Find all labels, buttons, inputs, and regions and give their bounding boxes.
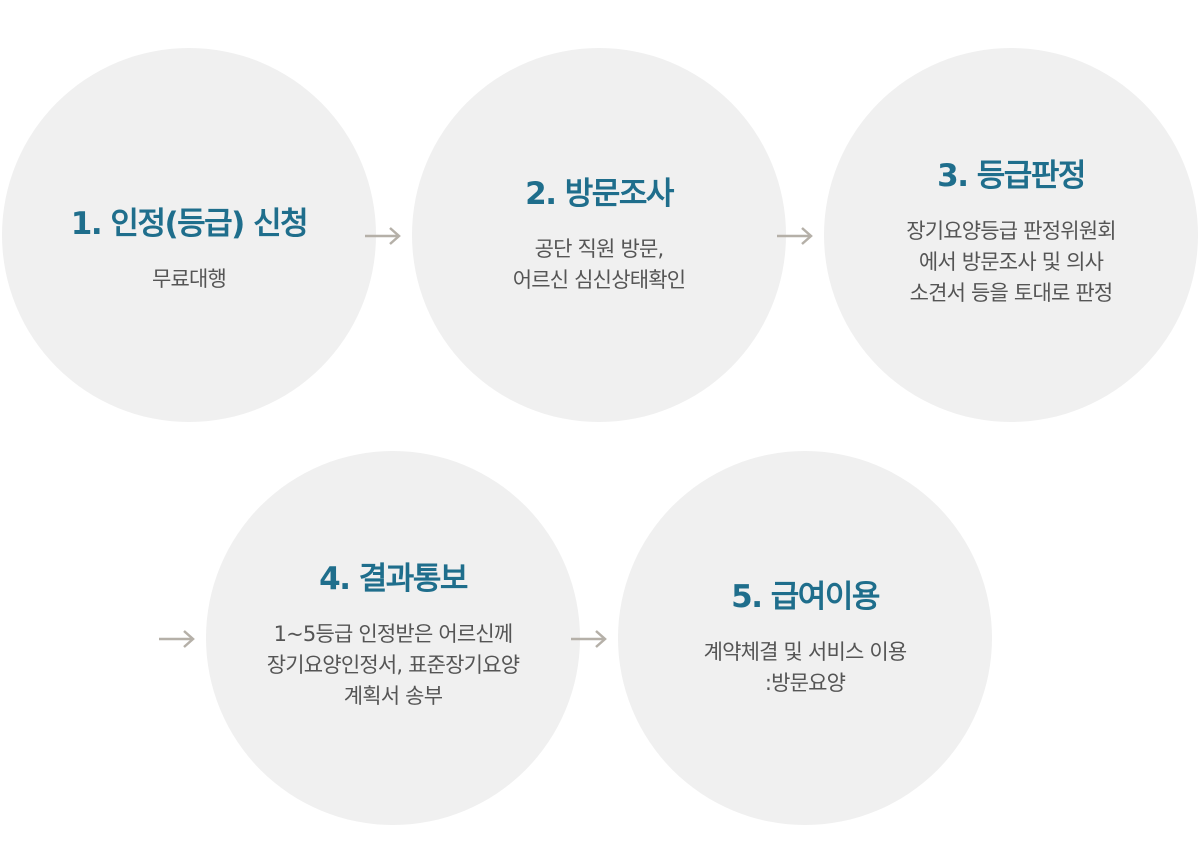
step-4-title: 4. 결과통보	[319, 561, 468, 597]
step-4-desc-line: 장기요양인정서, 표준장기요양	[266, 653, 520, 677]
step-5-description: 계약체결 및 서비스 이용 :방문요양	[618, 637, 992, 699]
step-2-title: 2. 방문조사	[525, 176, 674, 212]
step-3-desc-line: 에서 방문조사 및 의사	[918, 250, 1104, 274]
step-1-circle: 1. 인정(등급) 신청 무료대행	[2, 48, 376, 422]
arrow-right-icon	[775, 224, 815, 248]
step-5-desc-line: :방문요양	[764, 671, 846, 695]
step-5-desc-line: 계약체결 및 서비스 이용	[703, 640, 908, 664]
step-5-title: 5. 급여이용	[731, 579, 880, 615]
arrow-right-icon	[569, 627, 609, 651]
step-1-title: 1. 인정(등급) 신청	[70, 206, 309, 242]
step-4-description: 1~5등급 인정받은 어르신께 장기요양인정서, 표준장기요양 계획서 송부	[206, 619, 580, 712]
step-3-description: 장기요양등급 판정위원회 에서 방문조사 및 의사 소견서 등을 토대로 판정	[824, 216, 1198, 309]
step-4-desc-line: 1~5등급 인정받은 어르신께	[273, 622, 514, 646]
step-2-desc-line: 공단 직원 방문,	[534, 237, 665, 261]
step-5-circle: 5. 급여이용 계약체결 및 서비스 이용 :방문요양	[618, 451, 992, 825]
step-2-circle: 2. 방문조사 공단 직원 방문, 어르신 심신상태확인	[412, 48, 786, 422]
step-4-desc-line: 계획서 송부	[343, 684, 443, 708]
step-3-circle: 3. 등급판정 장기요양등급 판정위원회 에서 방문조사 및 의사 소견서 등을…	[824, 48, 1198, 422]
step-4-circle: 4. 결과통보 1~5등급 인정받은 어르신께 장기요양인정서, 표준장기요양 …	[206, 451, 580, 825]
step-2-description: 공단 직원 방문, 어르신 심신상태확인	[412, 234, 786, 296]
step-1-desc-line: 무료대행	[151, 267, 227, 291]
step-3-desc-line: 장기요양등급 판정위원회	[906, 219, 1116, 243]
step-3-title: 3. 등급판정	[937, 158, 1086, 194]
arrow-right-icon	[157, 627, 197, 651]
arrow-right-icon	[363, 224, 403, 248]
step-3-desc-line: 소견서 등을 토대로 판정	[909, 281, 1114, 305]
step-2-desc-line: 어르신 심신상태확인	[512, 268, 686, 292]
step-1-description: 무료대행	[2, 264, 376, 295]
